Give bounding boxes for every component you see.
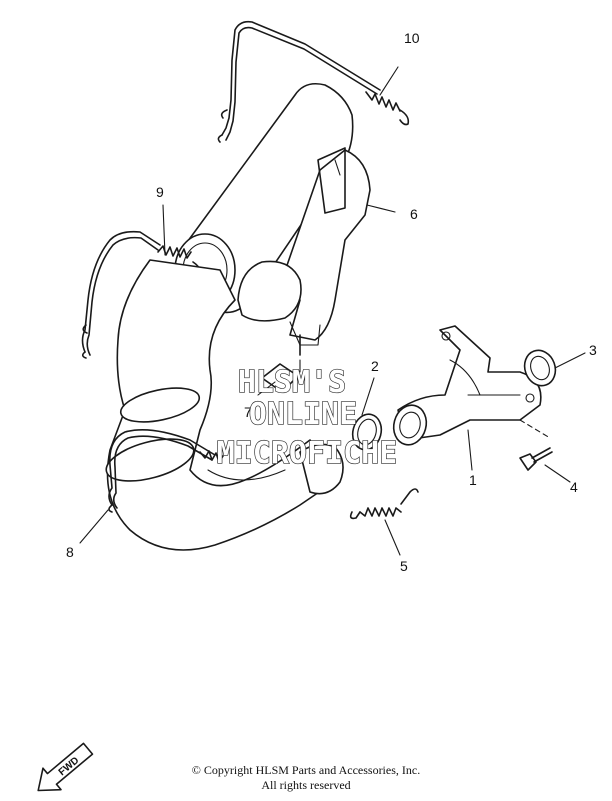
part-4-bolt <box>519 419 553 471</box>
callout-9: 9 <box>156 184 164 200</box>
callout-8: 8 <box>66 544 74 560</box>
part-5-spring <box>349 488 419 520</box>
part-2-gasket <box>351 413 383 451</box>
callout-7: 7 <box>244 404 252 420</box>
leader-lines <box>79 66 586 556</box>
exhaust-pipe <box>105 259 344 551</box>
callout-2: 2 <box>371 358 379 374</box>
part-8-hanger-rod <box>108 428 216 513</box>
callout-5: 5 <box>400 558 408 574</box>
copyright-text-1: © Copyright HLSM Parts and Accessories, … <box>191 763 421 777</box>
watermark-line-2: ONLINE <box>249 397 357 432</box>
part-7-bracket <box>261 334 301 393</box>
watermark: HLSM'S ONLINE MICROFICHE <box>216 364 398 471</box>
callout-6: 6 <box>410 206 418 222</box>
part-8-spring <box>199 450 224 463</box>
part-3-gasket <box>523 349 557 387</box>
callout-1: 1 <box>469 472 477 488</box>
copyright-text-2: All rights reserved <box>261 778 351 792</box>
part-1-manifold <box>392 325 542 446</box>
fwd-arrow-icon: FWD <box>37 742 94 792</box>
part-10-spring <box>365 91 410 126</box>
callout-3: 3 <box>589 342 597 358</box>
watermark-line-3: MICROFICHE <box>217 436 398 471</box>
callout-10: 10 <box>404 30 420 46</box>
part-9-hanger-rod <box>81 230 161 359</box>
part-10-hanger-rod <box>217 20 381 143</box>
watermark-line-1: HLSM'S <box>238 365 346 400</box>
callout-4: 4 <box>570 479 578 495</box>
